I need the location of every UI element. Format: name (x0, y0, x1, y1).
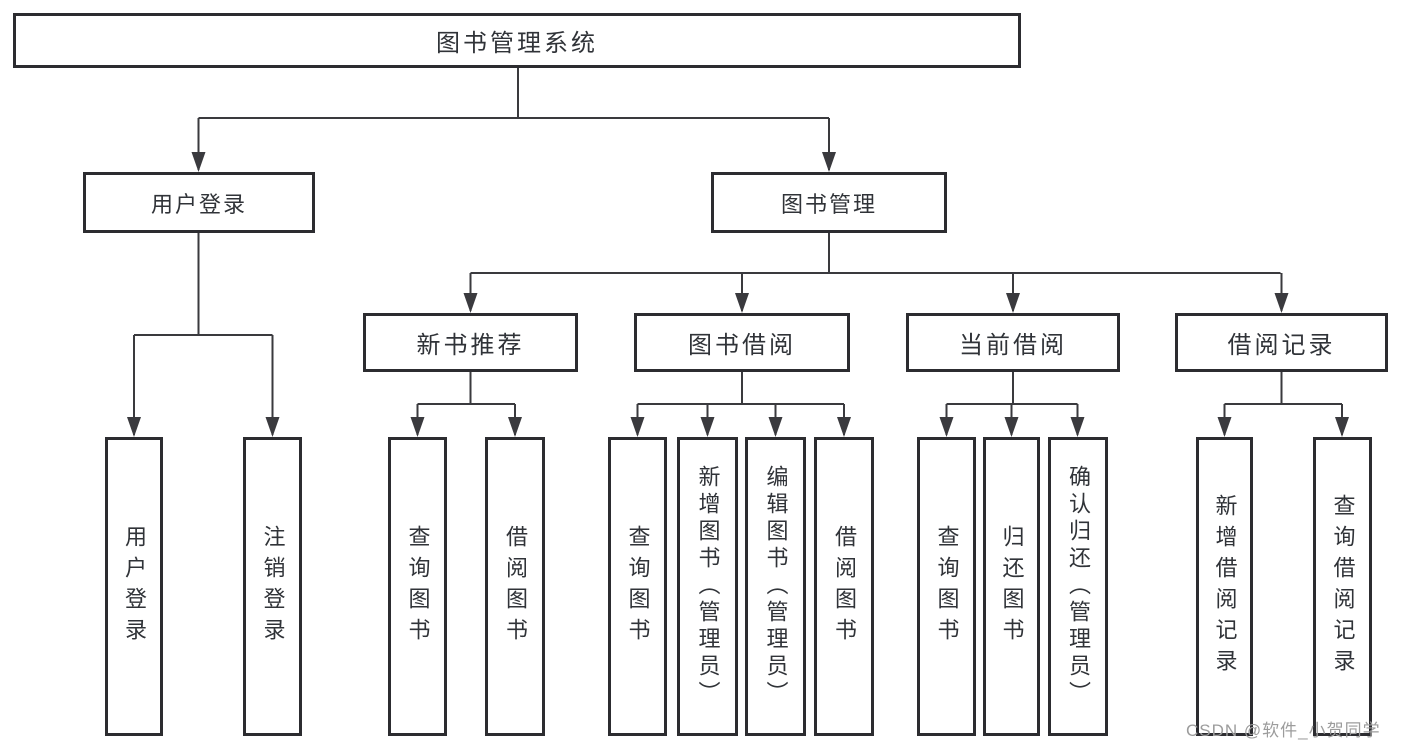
node-library-management-system: 图书管理系统 (13, 13, 1021, 68)
leaf-query-books-2: 查询图书 (608, 437, 667, 736)
node-label: 归还图书 (999, 524, 1025, 649)
leaf-query-borrow-record: 查询借阅记录 (1313, 437, 1372, 736)
node-label: 借阅记录 (1227, 332, 1336, 359)
node-label: 编辑图书（管理员） (763, 465, 789, 708)
node-label: 图书管理系统 (436, 30, 598, 57)
node-label: 确认归还（管理员） (1066, 465, 1091, 708)
node-book-management: 图书管理 (711, 172, 947, 233)
node-label: 查询图书 (405, 524, 431, 649)
node-user-login: 用户登录 (83, 172, 315, 233)
leaf-logout: 注销登录 (243, 437, 302, 736)
leaf-confirm-return-admin: 确认归还（管理员） (1048, 437, 1108, 736)
leaf-borrow-books: 借阅图书 (485, 437, 545, 736)
node-label: 用户登录 (150, 191, 247, 217)
leaf-borrow-books-2: 借阅图书 (814, 437, 874, 736)
node-label: 新书推荐 (416, 332, 525, 359)
node-label: 借阅图书 (832, 524, 857, 649)
node-label: 新增图书（管理员） (695, 465, 721, 708)
node-label: 用户登录 (122, 524, 147, 649)
leaf-query-books-3: 查询图书 (917, 437, 976, 736)
node-label: 新增借阅记录 (1212, 493, 1238, 680)
node-book-borrowing: 图书借阅 (634, 313, 850, 372)
node-label: 当前借阅 (959, 332, 1067, 359)
node-label: 查询图书 (934, 524, 960, 649)
leaf-add-books-admin: 新增图书（管理员） (677, 437, 738, 736)
node-label: 图书借阅 (688, 332, 796, 359)
node-label: 查询借阅记录 (1330, 493, 1356, 680)
leaf-edit-books-admin: 编辑图书（管理员） (745, 437, 806, 736)
leaf-query-books: 查询图书 (388, 437, 447, 736)
leaf-user-login: 用户登录 (105, 437, 163, 736)
node-new-book-recommendation: 新书推荐 (363, 313, 578, 372)
node-label: 借阅图书 (503, 524, 528, 649)
csdn-watermark: CSDN @软件_小贺同学 (1186, 721, 1381, 740)
leaf-return-books: 归还图书 (983, 437, 1040, 736)
leaf-add-borrow-record: 新增借阅记录 (1196, 437, 1253, 736)
node-label: 查询图书 (625, 524, 651, 649)
node-label: 注销登录 (260, 524, 286, 649)
node-label: 图书管理 (780, 191, 877, 217)
node-current-borrowing: 当前借阅 (906, 313, 1120, 372)
node-borrowing-records: 借阅记录 (1175, 313, 1388, 372)
